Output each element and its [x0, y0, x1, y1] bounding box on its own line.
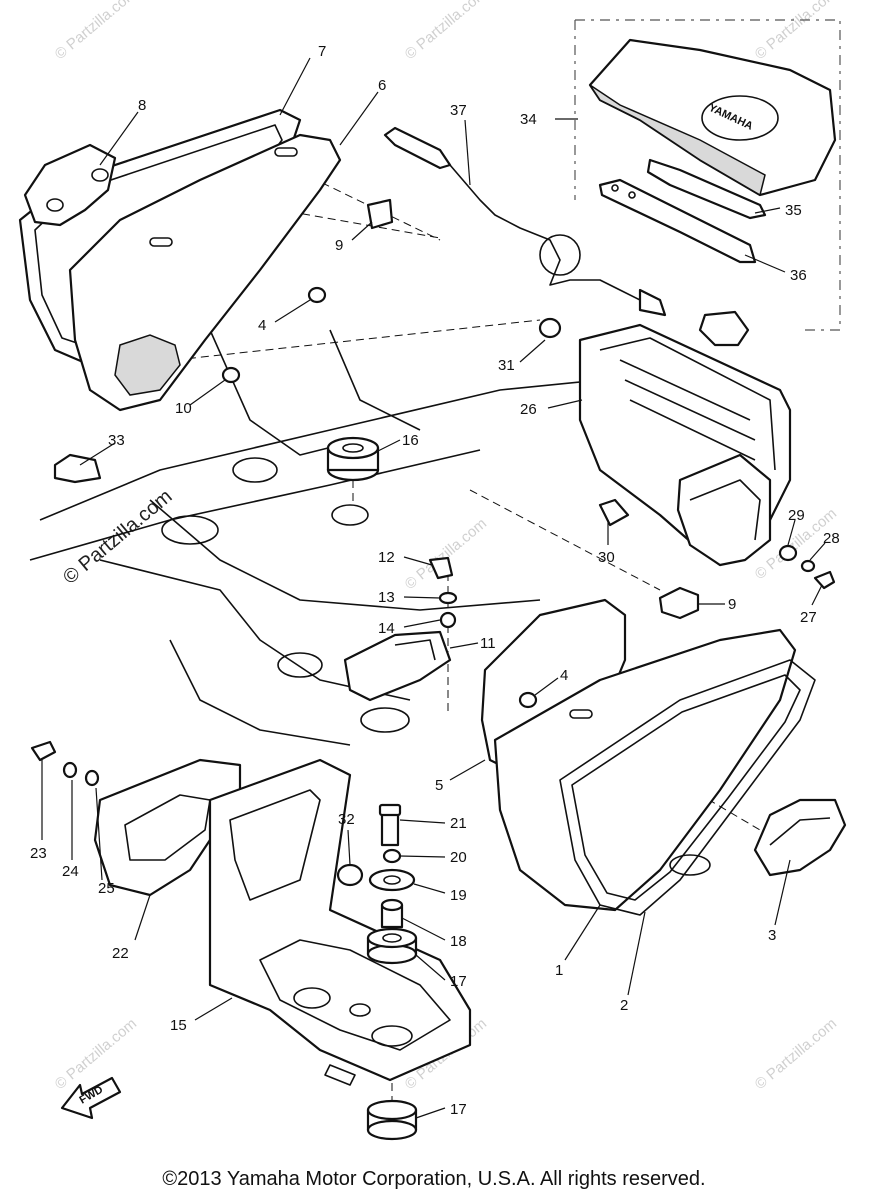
callout-23: 23	[30, 845, 47, 862]
callout-labels: 7 6 8 9 4 10 37 34 35 36 31 26 33 16 30 …	[30, 43, 840, 1118]
callout-8: 8	[138, 97, 146, 114]
part-24-washer	[62, 761, 78, 779]
callout-17-upper: 17	[450, 973, 467, 990]
part-9-damper-lower	[658, 586, 700, 620]
part-11-bracket	[343, 630, 452, 702]
callout-35: 35	[785, 202, 802, 219]
callout-13: 13	[378, 589, 395, 606]
callout-20: 20	[450, 849, 467, 866]
part-14-nut	[439, 611, 457, 629]
callout-32: 32	[338, 811, 355, 828]
callout-33: 33	[108, 432, 125, 449]
part-2-gasket	[559, 659, 816, 916]
part-36-plate	[598, 178, 757, 264]
callout-17-lower: 17	[450, 1101, 467, 1118]
callout-30: 30	[598, 549, 615, 566]
part-20-nut	[382, 848, 402, 864]
callout-3: 3	[768, 927, 776, 944]
watermark-text: © Partzilla.com	[402, 0, 490, 63]
part-37-cable	[383, 126, 750, 347]
callout-31: 31	[498, 357, 515, 374]
callout-12: 12	[378, 549, 395, 566]
part-25-nut	[84, 769, 100, 787]
seat-kit-box: YAMAHA	[574, 19, 841, 331]
watermark-main: © Partzilla.com	[59, 485, 176, 588]
watermark-text: © Partzilla.com	[752, 1015, 840, 1093]
part-17-grommet-lower	[366, 1099, 418, 1141]
callout-1: 1	[555, 962, 563, 979]
callout-22: 22	[112, 945, 129, 962]
part-9-damper-upper	[366, 198, 394, 230]
part-15-battery-box	[208, 758, 472, 1086]
callout-2: 2	[620, 997, 628, 1014]
watermark-text: © Partzilla.com	[52, 1015, 140, 1093]
part-3-emblem	[753, 798, 847, 877]
part-23-bolt	[30, 740, 57, 762]
callout-27: 27	[800, 609, 817, 626]
callout-6: 6	[378, 77, 386, 94]
watermark-text: © Partzilla.com	[752, 0, 840, 63]
part-16-grommet	[326, 436, 380, 482]
callout-34: 34	[520, 111, 537, 128]
callout-11: 11	[480, 635, 496, 652]
callout-4-upper: 4	[258, 317, 266, 334]
part-19-washer	[368, 868, 416, 892]
callout-15: 15	[170, 1017, 187, 1034]
part-33-clip	[53, 453, 102, 484]
callout-21: 21	[450, 815, 467, 832]
part-27-bolt	[813, 570, 836, 590]
callout-37: 37	[450, 102, 467, 119]
part-1-side-cover	[493, 628, 797, 912]
callout-14: 14	[378, 620, 395, 637]
callout-5: 5	[435, 777, 443, 794]
callout-18: 18	[450, 933, 467, 950]
callout-19: 19	[450, 887, 467, 904]
callout-9-upper: 9	[335, 237, 343, 254]
part-28-washer	[800, 559, 816, 573]
callout-16: 16	[402, 432, 419, 449]
part-10-nut	[221, 366, 241, 384]
part-30-cap	[598, 498, 630, 527]
part-22-plate	[93, 758, 242, 897]
callout-7: 7	[318, 43, 326, 60]
leader-lines	[71, 57, 826, 1119]
callout-10: 10	[175, 400, 192, 417]
part-18-collar	[380, 898, 404, 929]
part-12-bolt	[428, 556, 454, 580]
part-13-washer	[438, 591, 458, 605]
part-26-box	[578, 323, 792, 567]
callout-26: 26	[520, 401, 537, 418]
callout-25: 25	[98, 880, 115, 897]
seat-pad	[588, 38, 837, 197]
copyright-notice: ©2013 Yamaha Motor Corporation, U.S.A. A…	[162, 1168, 705, 1190]
part-4-nut-upper	[307, 286, 327, 304]
watermark-text: © Partzilla.com	[402, 515, 490, 593]
part-35-bracket	[646, 158, 767, 220]
part-4-nut-lower	[518, 691, 538, 709]
callout-24: 24	[62, 863, 79, 880]
part-17-grommet-upper	[366, 927, 418, 965]
callout-28: 28	[823, 530, 840, 547]
part-29-collar	[778, 544, 798, 562]
callout-9-lower: 9	[728, 596, 736, 613]
watermark-text: © Partzilla.com	[52, 0, 140, 63]
part-32-plug	[336, 863, 364, 887]
callout-36: 36	[790, 267, 807, 284]
callout-4-lower: 4	[560, 667, 568, 684]
part-31-grommet	[538, 317, 562, 339]
callout-29: 29	[788, 507, 805, 524]
